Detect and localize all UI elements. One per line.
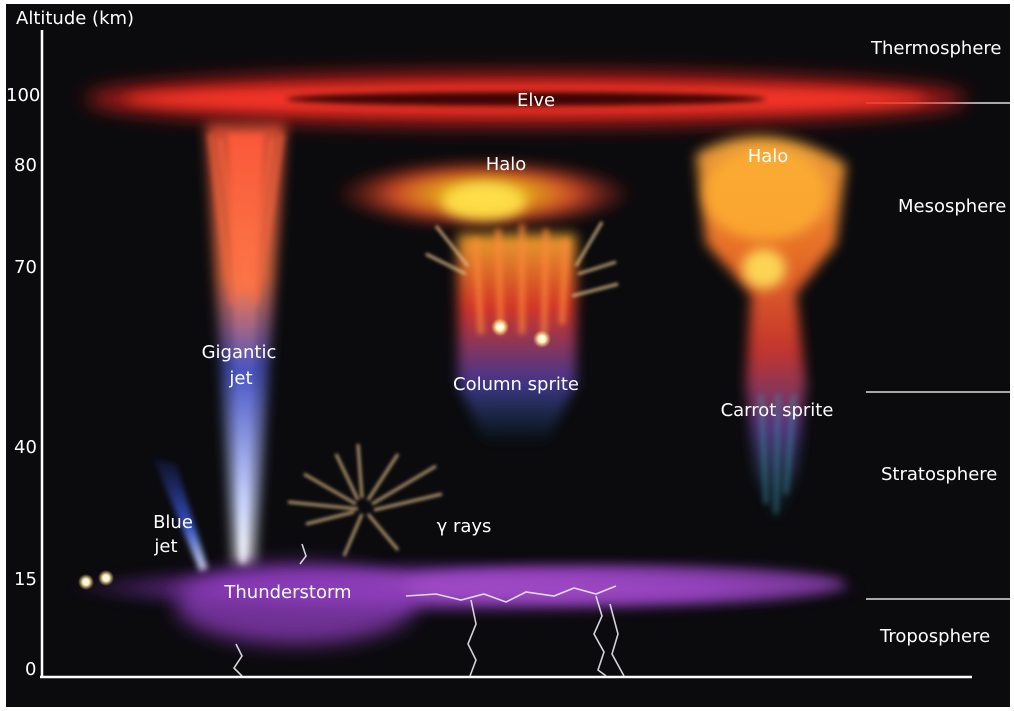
gamma-rays-burst [287,443,443,557]
label-carrot-sprite: Carrot sprite [720,400,834,421]
tick-label-80: 80 [14,155,37,176]
label-halo-column: Halo [485,154,527,175]
label-elve: Elve [516,90,556,111]
tick-label-70: 70 [14,257,37,278]
label-blue-jet-line1: Blue [153,512,193,533]
label-gigantic-jet-line1: Gigantic [201,342,277,363]
label-blue-jet-line2: jet [154,536,178,557]
label-thunderstorm: Thunderstorm [224,582,352,603]
thunderstorm-cloud [66,562,866,644]
layer-label-troposphere: Troposphere [880,626,991,647]
tick-label-0: 0 [25,659,37,680]
label-gigantic-jet-line2: jet [229,368,253,389]
layer-label-thermosphere: Thermosphere [871,38,1002,59]
label-halo-carrot: Halo [747,146,789,167]
column-sprite-shape [425,221,619,444]
tick-label-100: 100 [6,85,41,106]
blue-jet-shape [154,459,208,572]
axis-title: Altitude (km) [16,8,135,29]
tick-label-40: 40 [14,437,37,458]
elve-ring [86,73,966,125]
label-column-sprite: Column sprite [453,374,579,395]
label-gamma-rays: γ rays [436,516,492,537]
layer-label-mesosphere: Mesosphere [898,196,1007,217]
diagram-artwork [40,30,1010,679]
column-sprite-halo [334,158,634,230]
layer-label-stratosphere: Stratosphere [881,464,998,485]
carrot-sprite-shape [696,136,846,524]
gigantic-jet-shape [206,124,286,564]
atmosphere-diagram: Altitude (km) 100 80 70 40 15 0 Thermosp… [6,4,1010,707]
tick-label-15: 15 [14,569,37,590]
lightning-bolts [232,543,625,677]
